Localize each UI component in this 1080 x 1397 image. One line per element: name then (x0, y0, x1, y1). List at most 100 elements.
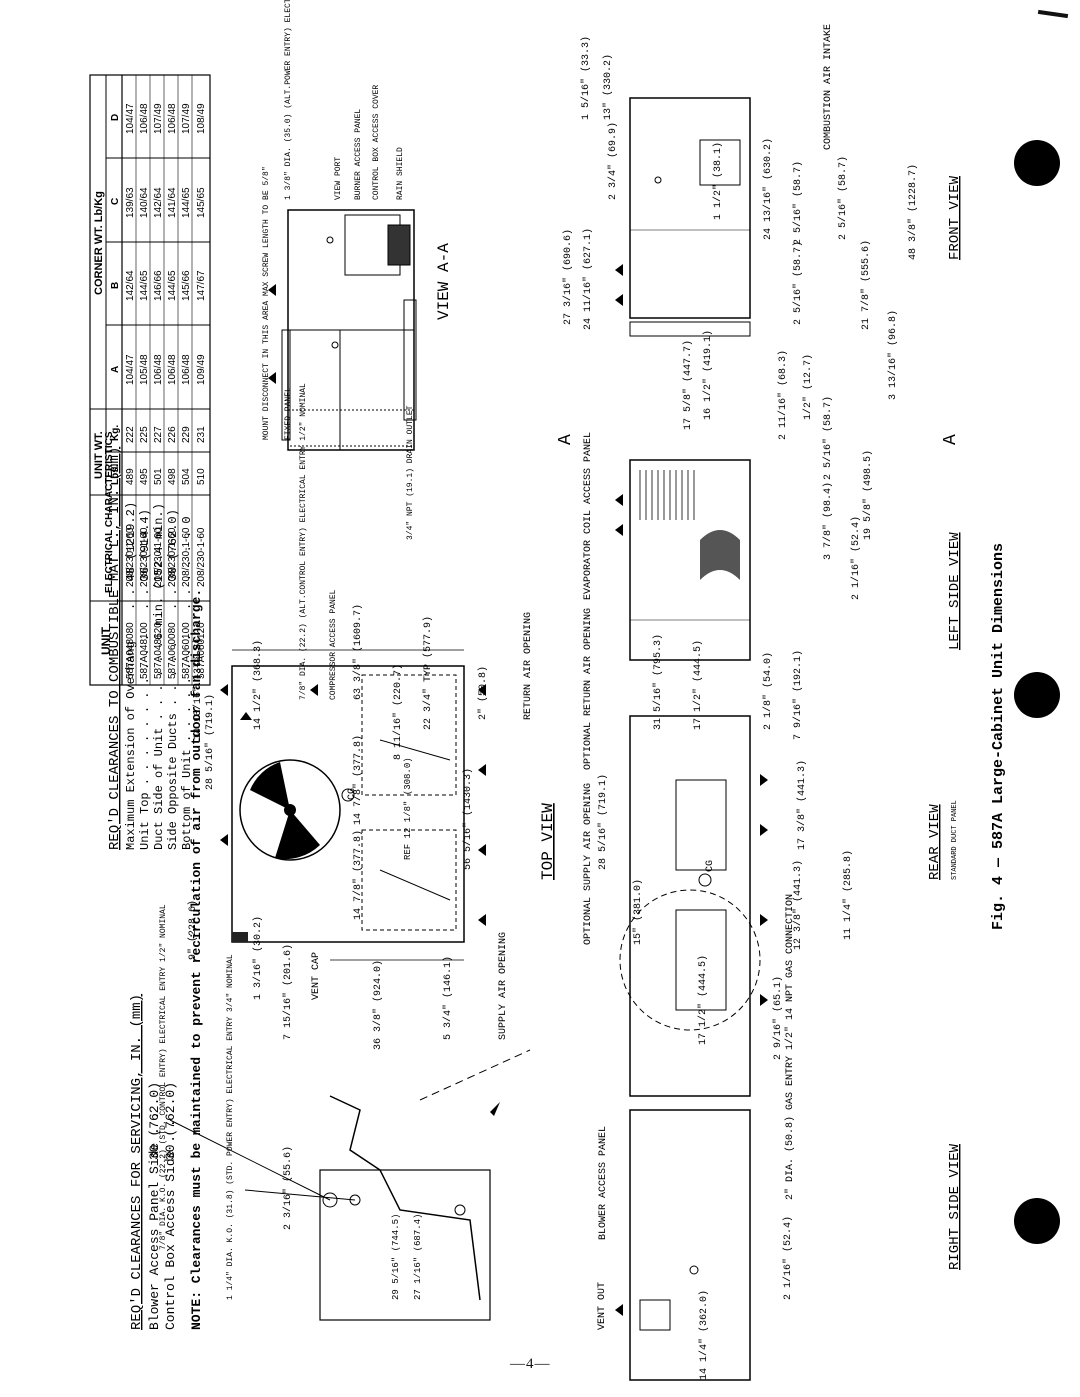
evaporator-coil-label: EVAPORATOR COIL ACCESS PANEL (583, 432, 594, 600)
cell-kg: 227 (153, 426, 164, 443)
dim-27-3-16: 27 3/16" (690.6) (562, 229, 574, 325)
control-entry-label: 7/8" DIA. (22.2) (ALT.CONTROL ENTRY) ELE… (299, 383, 308, 700)
dim-14-1-4: 14 1/4" (362.0) (698, 1290, 710, 1380)
cell-kg: 225 (139, 426, 150, 443)
cell-unit: 587A060120 (196, 622, 207, 679)
optional-return-label: OPTIONAL RETURN AIR OPENING (583, 608, 594, 770)
dim-1-2: 1/2" (12.7) (802, 354, 814, 420)
cell-unit: 587A048100 (139, 622, 150, 679)
control-box-label: CONTROL BOX ACCESS COVER (372, 85, 381, 200)
dim-29-5-16: 29 5/16" (744.5) (391, 1214, 401, 1300)
front-view-title: FRONT VIEW (947, 175, 963, 260)
ko-control-label: 7/8" DIA. K.O. (22.2) (STD. CONTROL ENTR… (159, 904, 168, 1250)
dim-17-1-2-b: 17 1/2" (444.5) (697, 955, 709, 1045)
cell-elec: 208/230-1-60 (181, 527, 192, 587)
servicing-row-2-label: Control Box Access Side . . (163, 1119, 178, 1330)
dim-2: 2" (50.8) (477, 666, 489, 720)
cell-unit: 587A060100 (181, 622, 192, 679)
binder-hole-middle (1014, 672, 1060, 718)
table-header-b: B (110, 282, 121, 289)
combustion-intake-label: COMBUSTION AIR INTAKE (823, 24, 834, 150)
combustible-row-4-label: Side Opposite Ducts . . . . . (166, 641, 180, 850)
right-side-knockouts-view: 7/8" DIA. K.O. (22.2) (STD. CONTROL ENTR… (159, 904, 531, 1321)
table-row: 587A060080 208/230-1-60 498 226 106/48 1… (167, 103, 178, 679)
dim-12-3-8: 12 3/8" (441.3) (792, 860, 804, 950)
section-a-top: A (556, 434, 576, 445)
servicing-heading: REQ'D CLEARANCES FOR SERVICING, IN. (mm) (129, 994, 145, 1330)
cell-elec: 208/230-1-60 (167, 527, 178, 587)
combustible-row-4-value: . . 30 (762.0) (166, 509, 180, 610)
burner-panel-label: BURNER ACCESS PANEL (354, 109, 363, 200)
dim-2-5-16-d: 2 5/16" (58.7) (822, 396, 834, 480)
table-row: 587A048080 208/230-1-60 489 222 104/47 1… (125, 103, 136, 679)
dim-63-3-8: 63 3/8" (1609.7) (352, 604, 364, 700)
drain-outlet-label: 3/4" NPT (19.1) DRAIN OUTLET (406, 405, 415, 540)
view-port-label: VIEW PORT (334, 157, 343, 200)
cg-label: CG (347, 788, 358, 800)
dim-2-1-16-right: 2 1/16" (52.4) (782, 1216, 794, 1300)
ref-label: REF 12 1/8" (308.0) (403, 757, 413, 860)
servicing-row-2-value: 30 (762.0) (163, 1082, 178, 1160)
table-row: 587A060100 208/230-1-60 504 229 106/48 1… (181, 103, 192, 679)
table-header-c: C (110, 198, 121, 205)
page-number: —4— (510, 1356, 551, 1372)
rear-view-title: REAR VIEW (927, 804, 943, 880)
dim-2-3-16: 2 3/16" (55.6) (282, 1146, 294, 1230)
dim-7-9-16: 7 9/16" (192.1) (792, 650, 804, 740)
dim-13: 13" (330.2) (602, 54, 614, 120)
cell-b: 142/64 (125, 270, 136, 301)
power-entry-label: 1 3/8" DIA. (35.0) (ALT.POWER ENTRY) ELE… (284, 0, 293, 200)
note-text: NOTE: Clearances must be maintained to p… (189, 589, 204, 1330)
dim-16-1-2: 16 1/2" (419.1) (702, 330, 714, 420)
table-header-d: D (110, 114, 121, 121)
cell-unit: 587A048080 (125, 622, 136, 679)
cell-lbs: 510 (196, 468, 207, 485)
cell-d: 107/49 (181, 103, 192, 134)
dim-14-13-16: 14 13/16" (376.2) (192, 638, 204, 740)
view-aa-title: VIEW A-A (435, 243, 453, 320)
dim-14-1-2: 14 1/2" (368.3) (252, 640, 264, 730)
cell-d: 106/48 (139, 103, 150, 134)
dim-8-11-16: 8 11/16" (220.7) (392, 664, 404, 760)
dim-17-3-8: 17 3/8" (441.3) (796, 760, 808, 850)
cell-kg: 222 (125, 426, 136, 443)
dim-21-7-8: 21 7/8" (555.6) (860, 240, 872, 330)
gas-entry-label: 2" DIA. (50.8) GAS ENTRY 1/2" 14 NPT GAS… (784, 894, 796, 1200)
cell-d: 104/47 (125, 103, 136, 134)
cell-c: 139/63 (125, 187, 136, 218)
dim-2-5-16-b: 2 5/16" (58.7) (837, 156, 849, 240)
dim-3-13-16: 3 13/16" (96.8) (887, 310, 899, 400)
cell-d: 107/49 (153, 103, 164, 134)
table-header-lbs: Lbs. (110, 464, 121, 485)
dim-2-5-16-a: 2 5/16" (58.7) (792, 161, 804, 245)
cell-a: 106/48 (167, 354, 178, 385)
dim-1-3-16: 1 3/16" (30.2) (252, 916, 264, 1000)
figure-caption: Fig. 4 — 587A Large-Cabinet Unit Dimensi… (990, 543, 1007, 930)
mount-disconnect-label: MOUNT DISCONNECT IN THIS AREA MAX SCREW … (262, 166, 271, 440)
cell-a: 104/47 (125, 354, 136, 385)
cell-b: 145/66 (181, 270, 192, 301)
cell-a: 106/48 (181, 354, 192, 385)
left-front-views: 1 5/16" (33.3) 13" (330.2) COMBUSTION AI… (556, 24, 963, 661)
cell-kg: 226 (167, 426, 178, 443)
combustible-row-5-value: . . . . . . 0 (180, 516, 194, 610)
table-header-unit: UNIT (99, 626, 113, 655)
cell-lbs: 495 (139, 468, 150, 485)
rear-right-views: OPTIONAL RETURN AIR OPENING 31 5/16" (79… (583, 608, 963, 1381)
cell-elec: 208/230-1-60 (125, 527, 136, 587)
combustible-row-3-value: 6 min. (152.4 min.) (152, 503, 166, 640)
servicing-row-1-value: 30 (762.0) (147, 1082, 162, 1160)
cell-b: 144/65 (139, 270, 150, 301)
dim-9: 9" (228.6) (187, 900, 199, 960)
dim-28-5-16-rear: 28 5/16" (719.1) (597, 774, 609, 870)
combustible-row-1-value: . . 48 (1219.2) (124, 502, 138, 610)
cell-a: 105/48 (139, 354, 150, 385)
cell-c: 144/65 (181, 187, 192, 218)
cell-unit: 587A060080 (167, 622, 178, 679)
supply-opening-label: SUPPLY AIR OPENING (498, 932, 509, 1040)
dim-56-5-16: 56 5/16" (1430.3) (462, 768, 474, 870)
blower-access-label: BLOWER ACCESS PANEL (598, 1126, 609, 1240)
binder-hole-bottom (1014, 1198, 1060, 1244)
